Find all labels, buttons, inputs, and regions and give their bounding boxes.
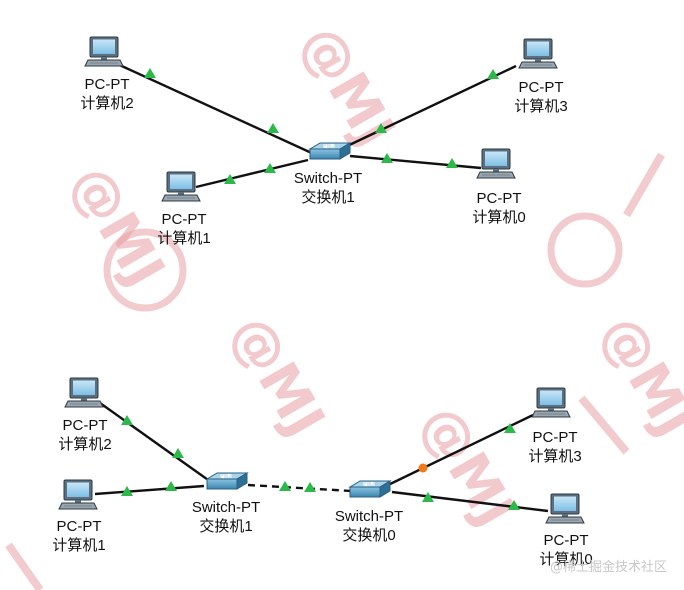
link-top-pc0-sw1[interactable]: [349, 154, 482, 170]
watermark-ring-2: [547, 212, 623, 288]
top-pc3-device[interactable]: [518, 38, 558, 69]
link-bottom-pc0-sw0[interactable]: [391, 490, 549, 513]
bottom-pc2-device[interactable]: [64, 377, 104, 408]
top-pc0-model-label: PC-PT: [477, 190, 522, 207]
link-bottom-pc2-sw1[interactable]: [99, 402, 212, 483]
link-status-up-indicator: [422, 492, 434, 502]
bottom-pc1-device[interactable]: [58, 479, 98, 510]
bottom-pc3-device[interactable]: [531, 387, 571, 418]
top-pc3-name-label: 计算机3: [514, 97, 567, 115]
top-switch1-device[interactable]: [309, 142, 351, 160]
link-status-up-indicator: [279, 481, 291, 491]
bottom-switch1-name-label: 交换机1: [199, 517, 252, 535]
top-pc2-device[interactable]: [84, 36, 124, 67]
top-pc3-model-label: PC-PT: [519, 79, 564, 96]
switch-icon: [309, 142, 351, 160]
link-status-up-indicator: [267, 123, 279, 133]
top-pc1-model-label: PC-PT: [162, 211, 207, 228]
watermark-stroke-2: [578, 395, 630, 455]
pc-icon: [161, 171, 201, 202]
link-top-pc2-sw1[interactable]: [112, 60, 317, 157]
top-pc1-name-label: 计算机1: [157, 229, 210, 247]
link-status-up-indicator: [304, 482, 316, 492]
bottom-switch1-model-label: Switch-PT: [192, 499, 260, 516]
link-top-pc3-sw1[interactable]: [342, 64, 517, 150]
link-status-up-indicator: [504, 423, 516, 433]
top-switch1-name-label: 交换机1: [301, 188, 354, 206]
bottom-switch0-device[interactable]: [349, 480, 391, 498]
bottom-pc0-name-label: 计算机0: [539, 550, 592, 568]
bottom-pc1-name-label: 计算机1: [52, 536, 105, 554]
link-status-up-indicator: [446, 158, 458, 168]
link-status-up-indicator: [172, 448, 184, 458]
pc-icon: [84, 36, 124, 67]
link-status-up-indicator: [144, 68, 156, 78]
top-pc0-device[interactable]: [476, 148, 516, 179]
link-status-up-indicator: [121, 415, 133, 425]
watermark-text-4: @MJ: [289, 15, 407, 157]
link-status-up-indicator: [375, 123, 387, 133]
watermark-ring-1: [103, 228, 187, 312]
bottom-pc2-name-label: 计算机2: [58, 435, 111, 453]
link-status-pending-indicator: [418, 463, 428, 473]
bottom-topology: PC-PT 计算机2 PC-PT 计算机1 PC-PT 计算机3 PC-PT 计…: [52, 377, 593, 568]
footer-credit: @稀土掘金技术社区: [550, 559, 667, 575]
top-topology: PC-PT 计算机2 PC-PT 计算机3 PC-PT 计算机1 PC-PT 计…: [80, 36, 568, 247]
watermark-stroke-3: [5, 542, 44, 590]
bottom-pc1-model-label: PC-PT: [57, 518, 102, 535]
link-bottom-sw1-sw0[interactable]: [247, 483, 353, 493]
switch-icon: [206, 472, 248, 490]
pc-icon: [476, 148, 516, 179]
bottom-pc0-device[interactable]: [545, 493, 585, 524]
link-status-up-indicator: [264, 163, 276, 173]
top-pc2-model-label: PC-PT: [85, 76, 130, 93]
link-status-up-indicator: [121, 486, 133, 496]
link-bottom-pc1-sw1[interactable]: [94, 484, 205, 496]
pc-icon: [545, 493, 585, 524]
pc-icon: [518, 38, 558, 69]
top-pc0-name-label: 计算机0: [472, 208, 525, 226]
bottom-pc3-name-label: 计算机3: [528, 447, 581, 465]
watermark-text-1: @MJ: [59, 155, 177, 297]
bottom-pc0-model-label: PC-PT: [544, 532, 589, 549]
link-status-up-indicator: [487, 69, 499, 79]
pc-icon: [64, 377, 104, 408]
link-status-up-indicator: [224, 174, 236, 184]
link-status-up-indicator: [381, 153, 393, 163]
link-status-up-indicator: [165, 481, 177, 491]
top-pc1-device[interactable]: [161, 171, 201, 202]
bottom-pc3-model-label: PC-PT: [533, 429, 578, 446]
top-pc2-name-label: 计算机2: [80, 94, 133, 112]
watermark-stroke-1: [623, 152, 665, 218]
bottom-switch1-device[interactable]: [206, 472, 248, 490]
pc-icon: [531, 387, 571, 418]
link-status-up-indicator: [508, 500, 520, 510]
top-switch1-model-label: Switch-PT: [294, 170, 362, 187]
link-top-pc1-sw1[interactable]: [195, 158, 309, 189]
bottom-switch0-model-label: Switch-PT: [335, 508, 403, 525]
bottom-switch0-name-label: 交换机0: [342, 526, 395, 544]
watermark-text-2: @MJ: [219, 305, 337, 447]
bottom-pc2-model-label: PC-PT: [63, 417, 108, 434]
pc-icon: [58, 479, 98, 510]
switch-icon: [349, 480, 391, 498]
